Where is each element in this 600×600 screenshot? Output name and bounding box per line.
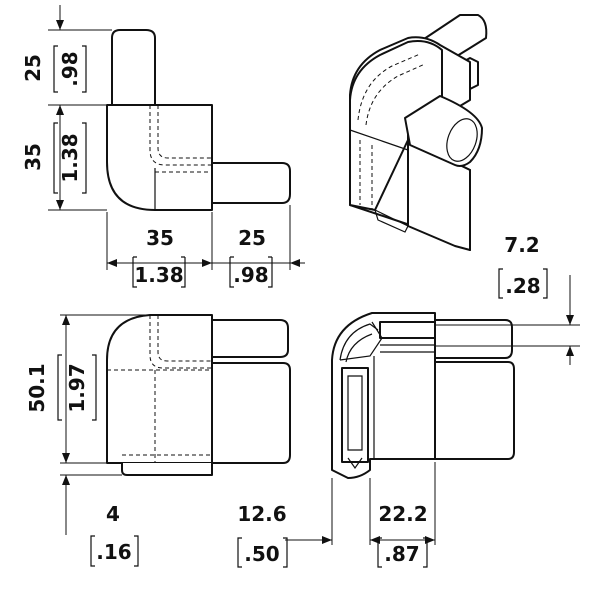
- front-view-lower-block: [212, 362, 291, 464]
- front-view-lip: [121, 463, 213, 476]
- side-view-lower-block: [435, 361, 515, 460]
- dim-top-body-width-in: 1.38: [134, 263, 183, 287]
- front-view: [106, 314, 291, 476]
- dim-side-peg-thickness-in: .28: [505, 274, 540, 298]
- iso-front-peg: [404, 95, 483, 167]
- side-view-slot: [341, 367, 369, 463]
- dim-side-groove-depth-in: .50: [244, 542, 279, 566]
- dim-front-height-mm: 50.1: [25, 363, 49, 412]
- dim-top-peg-height-in: .98: [58, 51, 82, 86]
- dimension-labels: 25 .98 35 1.38 35 1.38 25 .98 7.2 .28 50…: [21, 45, 548, 568]
- dim-front-lip-mm: 4: [106, 502, 120, 526]
- top-view-body: [106, 104, 213, 211]
- dim-top-peg-height-mm: 25: [21, 54, 45, 82]
- dim-top-body-height-mm: 35: [21, 143, 45, 171]
- side-view: [331, 312, 515, 479]
- dim-top-peg-length-in: .98: [233, 263, 268, 287]
- side-view-upper-peg: [435, 319, 513, 359]
- front-view-upper-peg: [212, 319, 289, 358]
- dim-side-groove-depth-mm: 12.6: [237, 502, 286, 526]
- dim-side-peg-thickness-mm: 7.2: [504, 233, 539, 257]
- front-view-body: [106, 314, 213, 464]
- top-view-vertical-peg: [111, 29, 156, 105]
- dimension-lines: [48, 5, 580, 545]
- top-view: [106, 29, 291, 211]
- dim-side-width-in: .87: [384, 542, 419, 566]
- isometric-view: [349, 14, 488, 251]
- top-view-horizontal-peg: [212, 162, 291, 204]
- dim-top-peg-length-mm: 25: [238, 226, 266, 250]
- dim-top-body-width-mm: 35: [146, 226, 174, 250]
- dim-front-lip-in: .16: [96, 540, 131, 564]
- dim-front-height-in: 1.97: [65, 363, 89, 412]
- dim-side-width-mm: 22.2: [378, 502, 427, 526]
- dim-top-body-height-in: 1.38: [58, 133, 82, 182]
